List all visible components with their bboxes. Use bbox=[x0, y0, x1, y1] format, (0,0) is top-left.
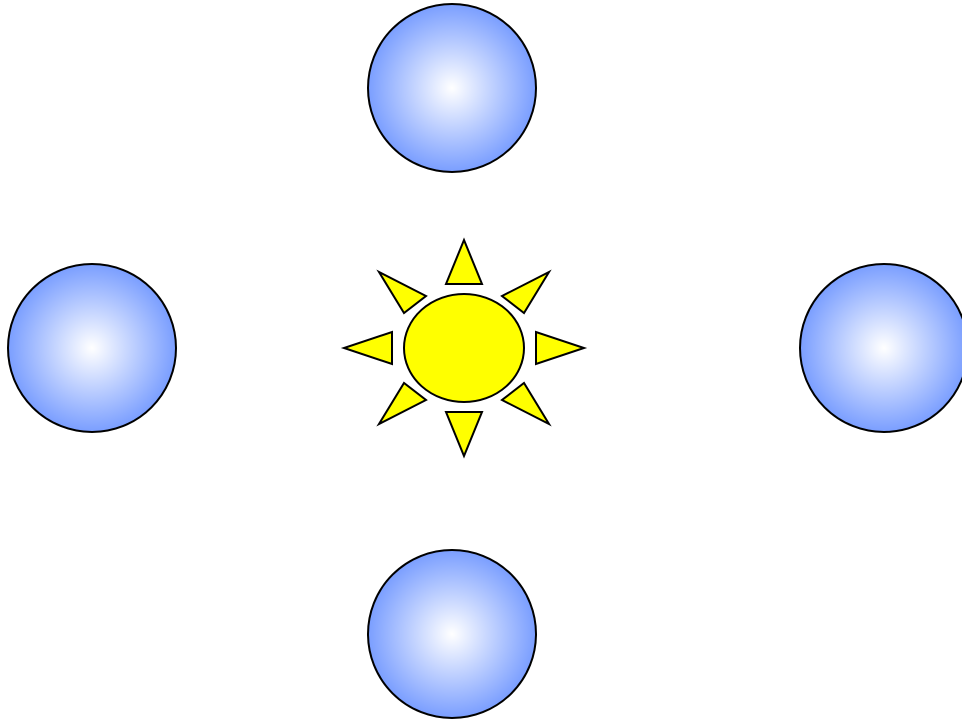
sun-disc bbox=[404, 294, 524, 402]
sun-ray-bottom-right bbox=[502, 383, 549, 424]
orb-left bbox=[8, 264, 176, 432]
sun-ray-top-right bbox=[502, 272, 549, 313]
orb-top bbox=[368, 4, 536, 172]
orb-bottom bbox=[368, 550, 536, 718]
orb-right bbox=[800, 264, 962, 432]
sun-ray-top bbox=[446, 240, 482, 284]
sun-ray-top-left bbox=[379, 272, 426, 313]
sun-icon bbox=[344, 240, 584, 456]
sun-ray-bottom-left bbox=[379, 383, 426, 424]
sun-ray-right bbox=[536, 332, 584, 364]
sun-ray-left bbox=[344, 332, 392, 364]
sun-ray-bottom bbox=[446, 412, 482, 456]
